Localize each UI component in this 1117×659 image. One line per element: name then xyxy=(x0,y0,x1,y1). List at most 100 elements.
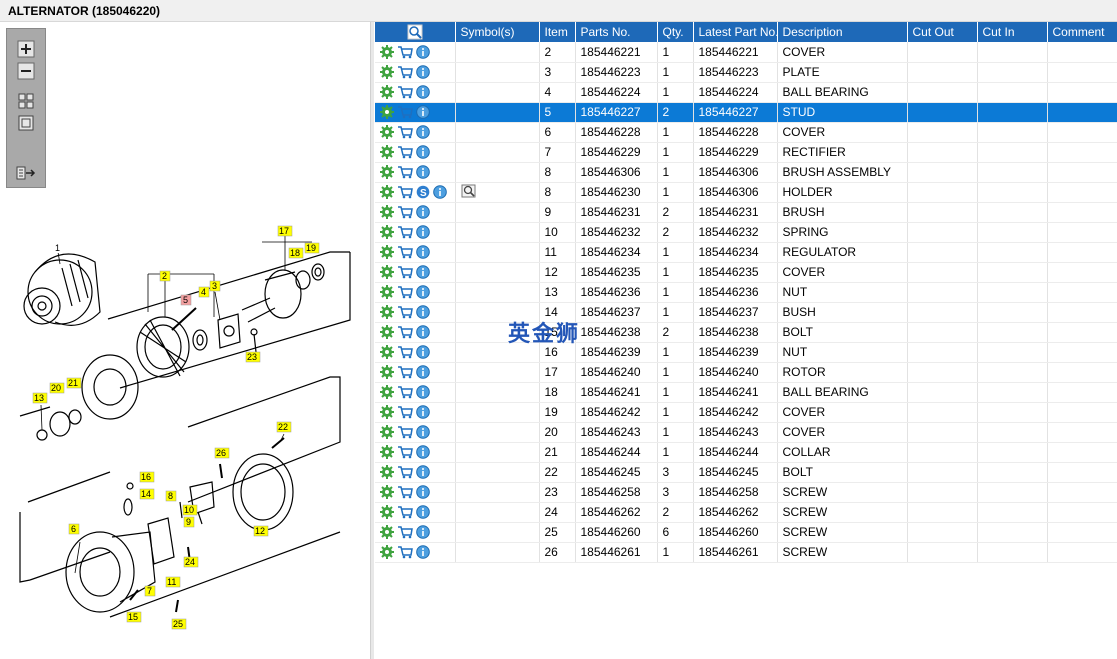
cell-comment[interactable] xyxy=(1047,542,1117,563)
cell-comment[interactable] xyxy=(1047,422,1117,443)
cell-symbols[interactable] xyxy=(455,42,540,63)
cell-actions[interactable] xyxy=(375,42,456,63)
cell-description[interactable]: COLLAR xyxy=(777,442,908,463)
cell-description[interactable]: SCREW xyxy=(777,482,908,503)
cell-actions[interactable] xyxy=(375,202,456,223)
info-icon[interactable] xyxy=(416,44,430,59)
cell-cut-in[interactable] xyxy=(977,222,1048,243)
cart-icon[interactable] xyxy=(397,505,413,519)
cell-comment[interactable] xyxy=(1047,182,1117,203)
cell-part-no[interactable]: 185446221 xyxy=(575,42,658,63)
cell-cut-in[interactable] xyxy=(977,462,1048,483)
cell-symbols[interactable] xyxy=(455,542,540,563)
cell-actions[interactable] xyxy=(375,62,456,83)
cell-comment[interactable] xyxy=(1047,482,1117,503)
cell-latest-part-no[interactable]: 185446261 xyxy=(693,542,778,563)
cart-icon[interactable] xyxy=(397,425,413,439)
header-comment[interactable]: Comment xyxy=(1047,22,1117,42)
cell-actions[interactable] xyxy=(375,262,456,283)
cell-symbols[interactable] xyxy=(455,362,540,383)
info-icon[interactable] xyxy=(416,445,430,459)
cell-symbols[interactable] xyxy=(455,302,540,323)
fit-all-button[interactable] xyxy=(15,91,37,111)
cell-item[interactable]: 14 xyxy=(539,302,576,323)
cell-cut-out[interactable] xyxy=(907,62,978,83)
cell-actions[interactable] xyxy=(375,362,456,383)
header-actions[interactable] xyxy=(375,22,456,42)
info-icon[interactable] xyxy=(416,145,430,159)
gear-icon[interactable] xyxy=(380,425,394,439)
cell-description[interactable]: BOLT xyxy=(777,462,908,483)
cell-symbols[interactable] xyxy=(455,122,540,143)
cell-description[interactable]: BUSH xyxy=(777,302,908,323)
cart-icon[interactable] xyxy=(397,205,413,219)
cell-part-no[interactable]: 185446306 xyxy=(575,162,658,183)
cell-cut-in[interactable] xyxy=(977,82,1048,103)
cell-description[interactable]: NUT xyxy=(777,342,908,363)
gear-icon[interactable] xyxy=(380,445,394,459)
gear-icon[interactable] xyxy=(380,505,394,519)
cell-item[interactable]: 10 xyxy=(539,222,576,243)
cell-cut-out[interactable] xyxy=(907,362,978,383)
cell-comment[interactable] xyxy=(1047,242,1117,263)
cell-cut-in[interactable] xyxy=(977,42,1048,63)
cell-symbols[interactable] xyxy=(455,102,540,123)
cell-actions[interactable] xyxy=(375,382,456,403)
cell-cut-in[interactable] xyxy=(977,242,1048,263)
cell-comment[interactable] xyxy=(1047,282,1117,303)
info-icon[interactable] xyxy=(416,525,430,539)
info-icon[interactable] xyxy=(416,365,430,379)
info-icon[interactable] xyxy=(416,65,430,79)
cell-part-no[interactable]: 185446235 xyxy=(575,262,658,283)
cell-comment[interactable] xyxy=(1047,162,1117,183)
cell-latest-part-no[interactable]: 185446228 xyxy=(693,122,778,143)
cell-item[interactable]: 6 xyxy=(539,122,576,143)
cell-description[interactable]: REGULATOR xyxy=(777,242,908,263)
gear-icon[interactable] xyxy=(380,525,394,539)
cart-icon[interactable] xyxy=(397,485,413,499)
cell-item[interactable]: 4 xyxy=(539,82,576,103)
cell-part-no[interactable]: 185446224 xyxy=(575,82,658,103)
cell-qty[interactable]: 1 xyxy=(657,162,694,183)
cell-actions[interactable] xyxy=(375,542,456,563)
cart-icon[interactable] xyxy=(397,65,413,79)
cell-cut-in[interactable] xyxy=(977,502,1048,523)
cell-cut-out[interactable] xyxy=(907,222,978,243)
info-icon[interactable] xyxy=(416,545,430,559)
cell-comment[interactable] xyxy=(1047,502,1117,523)
cell-cut-out[interactable] xyxy=(907,382,978,403)
cell-item[interactable]: 18 xyxy=(539,382,576,403)
cell-item[interactable]: 3 xyxy=(539,62,576,83)
cell-symbols[interactable] xyxy=(455,442,540,463)
cell-description[interactable]: COVER xyxy=(777,262,908,283)
cell-cut-out[interactable] xyxy=(907,182,978,203)
cell-comment[interactable] xyxy=(1047,362,1117,383)
cell-actions[interactable] xyxy=(375,302,456,323)
cell-symbols[interactable] xyxy=(455,482,540,503)
cell-qty[interactable]: 2 xyxy=(657,502,694,523)
cell-latest-part-no[interactable]: 185446245 xyxy=(693,462,778,483)
cell-part-no[interactable]: 185446231 xyxy=(575,202,658,223)
cell-item[interactable]: 9 xyxy=(539,202,576,223)
cell-actions[interactable] xyxy=(375,502,456,523)
info-icon[interactable] xyxy=(416,125,430,139)
cell-actions[interactable] xyxy=(375,402,456,423)
info-icon[interactable] xyxy=(416,385,430,399)
zoom-in-button[interactable] xyxy=(15,39,37,59)
cell-cut-out[interactable] xyxy=(907,502,978,523)
cell-description[interactable]: COVER xyxy=(777,402,908,423)
header-part-no[interactable]: Parts No. xyxy=(575,22,658,42)
cell-actions[interactable] xyxy=(375,342,456,363)
gear-icon[interactable] xyxy=(380,125,394,139)
cell-description[interactable]: HOLDER xyxy=(777,182,908,203)
cell-symbols[interactable] xyxy=(455,422,540,443)
cell-qty[interactable]: 1 xyxy=(657,382,694,403)
